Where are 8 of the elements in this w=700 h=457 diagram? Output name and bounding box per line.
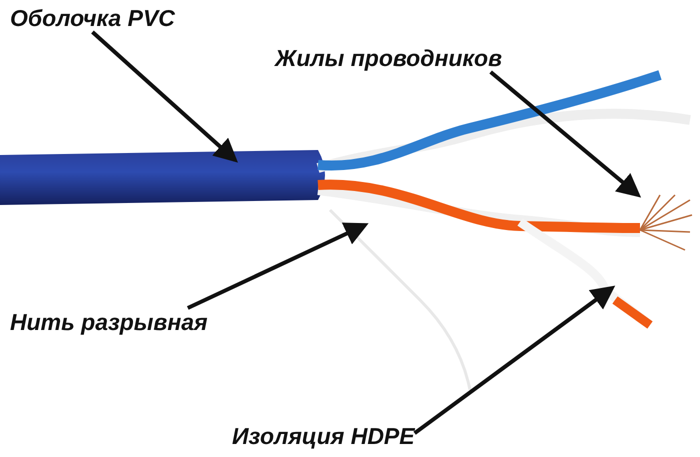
leader-arrow [91,30,238,163]
leader-arrow [413,286,616,435]
callout-label: Изоляция HDPE [232,422,415,450]
leader-arrow [186,222,369,310]
callout-label: Оболочка PVC [10,4,175,32]
callout-label: Жилы проводников [275,44,502,72]
leader-arrow [489,70,642,198]
callout-label: Нить разрывная [10,308,208,336]
